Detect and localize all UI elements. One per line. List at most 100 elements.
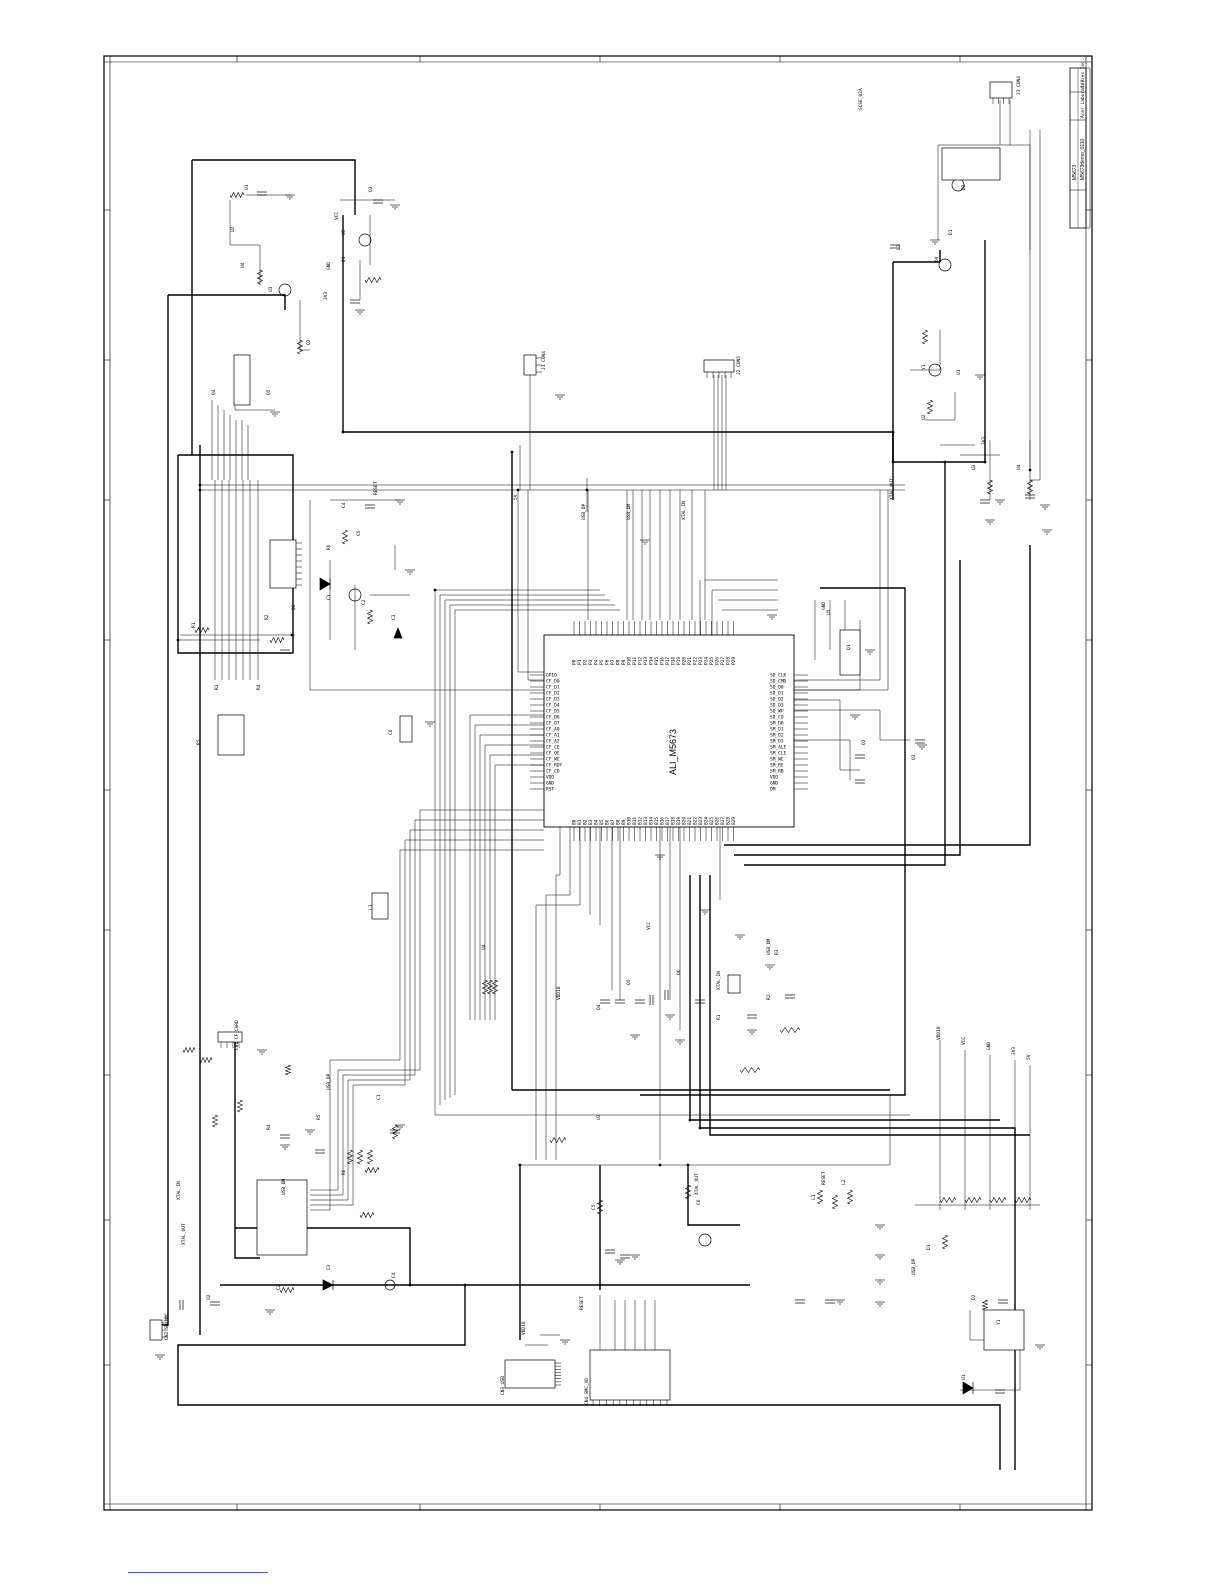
ground-symbols (155, 194, 1052, 1360)
pin-label-right: SD_D3 (770, 703, 784, 709)
component-ref: U2 (206, 1294, 212, 1300)
junction-dot (891, 460, 895, 464)
component-ref: C6 (696, 1199, 702, 1205)
pin-label-bottom: B22 (693, 817, 699, 825)
pin-label-right: SD_D1 (770, 691, 784, 697)
pin-label-top: P12 (638, 657, 644, 665)
component-ref: Q6 (676, 969, 682, 975)
component-ref: D2 (961, 184, 967, 190)
junction-dot (408, 1283, 412, 1287)
pin-label-left: CF_D7 (546, 721, 560, 727)
component-ref: L2 (841, 1179, 847, 1185)
footer-link-underline[interactable] (128, 1572, 268, 1573)
component-ref: C1 (326, 594, 332, 600)
component-ref: Q1 (341, 256, 347, 262)
pin-label-right: GND (770, 781, 778, 787)
component-ref: U2 (921, 414, 927, 420)
resistor (981, 1299, 989, 1311)
resistor (481, 979, 489, 995)
title-sheet-number: 1/3 (1080, 80, 1086, 88)
main-chip-u1: ALI_M5673 (543, 634, 795, 828)
connector-label: CN2 SD/MMC (164, 1313, 170, 1340)
junction-dot (198, 488, 202, 492)
junction-dot (516, 488, 520, 492)
resistor (549, 1136, 567, 1144)
junction-dot (698, 1126, 702, 1130)
net-label: XTAL_OUT (889, 478, 895, 500)
resistor (256, 269, 264, 285)
pin-label-right: SD_CMD (770, 679, 787, 685)
resistor (921, 329, 929, 345)
component-ref: C5 (591, 1204, 597, 1210)
pin-label-top: P23 (698, 657, 704, 665)
pin-label-left: CF_A1 (546, 733, 560, 739)
pin-label-bottom: B15 (654, 817, 660, 825)
component-ref: Q3 (911, 754, 917, 760)
component-ref: C6 (388, 729, 394, 735)
net-label: VDD18 (521, 1321, 527, 1335)
net-label: XTAL_IN (681, 501, 687, 520)
pin-label-bottom: B13 (643, 817, 649, 825)
pin-label-bottom: B28 (726, 817, 732, 825)
component-ref: Q4 (211, 389, 217, 395)
connector-label: CN3 USB (500, 1376, 506, 1395)
pin-label-top: P27 (720, 657, 726, 665)
component-ref: R1 (191, 622, 197, 628)
pin-label-top: P14 (649, 657, 655, 665)
resistor (964, 1196, 982, 1204)
pin-label-bottom: B4 (594, 819, 600, 825)
component-ref: U4 (1016, 464, 1022, 470)
pin-label-right: SM_CLE (770, 751, 787, 757)
component-ref: U5 (341, 229, 347, 235)
pin-label-bottom: B20 (682, 817, 688, 825)
pin-label-bottom: B17 (665, 817, 671, 825)
pin-label-right: SD_D2 (770, 697, 784, 703)
junction-dot (510, 450, 514, 454)
component-ref: Q5 (266, 389, 272, 395)
pin-label-right: SD_CLK (770, 673, 787, 679)
chip-pin-labels: GPIOCF_D0CF_D1CF_D2CF_D3CF_D4CF_D5CF_D6C… (546, 657, 787, 825)
pin-label-left: CF_D1 (546, 685, 560, 691)
connector-label: J3 CON4 (1016, 76, 1022, 95)
pin-label-top: P0 (572, 659, 578, 665)
component-ref: U4 (240, 262, 246, 268)
pin-label-right: SM_RE (770, 763, 784, 769)
pin-label-right: DM (770, 787, 776, 793)
pin-label-bottom: B21 (687, 817, 693, 825)
resistors (182, 191, 1034, 1311)
component-ref: U3 (971, 464, 977, 470)
resistor (366, 609, 374, 625)
connector-label: CN4 SMC_XD (584, 1378, 590, 1405)
pin-label-right: SD_D0 (770, 685, 784, 691)
component-ref: R4 (266, 1124, 272, 1130)
connector-label: J2 CON5 (736, 356, 742, 375)
top-note: SCSE_02A (858, 88, 864, 110)
pin-label-right: SM_WE (770, 757, 784, 763)
resistor (346, 1149, 354, 1165)
resistor (989, 1196, 1007, 1204)
junction-dot (983, 460, 987, 464)
resistor (359, 1211, 375, 1219)
pin-label-left: CF_D2 (546, 691, 560, 697)
net-label: VCC (961, 1037, 967, 1045)
resistor (182, 1046, 196, 1054)
pin-label-top: P24 (704, 657, 710, 665)
pin-label-top: P18 (671, 657, 677, 665)
pin-label-bottom: B5 (599, 819, 605, 825)
signal-nets (178, 100, 1041, 1391)
component-ref: C3 (326, 1264, 332, 1270)
pin-label-right: SM_ALE (770, 745, 787, 751)
connectors (149, 81, 1013, 1406)
pin-label-right: SD_WP (770, 709, 784, 715)
pin-label-bottom: B14 (649, 817, 655, 825)
net-label: USB_DM (766, 938, 772, 955)
resistor (296, 339, 304, 355)
component-ref: U5 (826, 609, 832, 615)
resistor (229, 191, 245, 199)
pin-label-bottom: B12 (638, 817, 644, 825)
pin-label-top: P1 (577, 659, 583, 665)
chip-label: ALI_M5673 (668, 729, 678, 775)
junction-dot (463, 1283, 467, 1287)
pin-label-bottom: B3 (588, 819, 594, 825)
